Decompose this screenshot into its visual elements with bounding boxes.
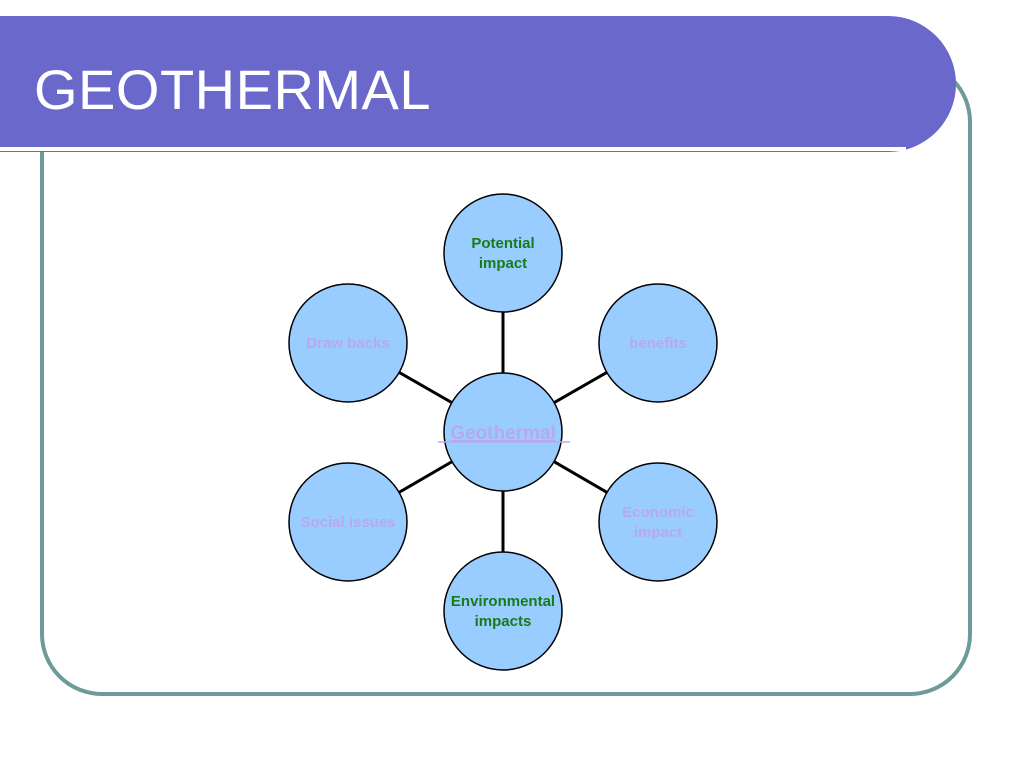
node-label: impact xyxy=(634,524,682,541)
node-potential-impact: Potential impact xyxy=(443,193,563,313)
node-label: impact xyxy=(479,255,527,272)
center-node: Geothermal xyxy=(438,372,570,492)
node-environmental-impacts: Environmental impacts xyxy=(443,551,563,671)
center-circle xyxy=(443,372,563,492)
title-underline xyxy=(0,147,906,151)
node-label: Draw backs xyxy=(306,335,389,352)
center-label[interactable]: Geothermal xyxy=(450,423,556,444)
node-label: Potential xyxy=(471,235,534,252)
node-label: Environmental xyxy=(451,593,555,610)
node-label: benefits xyxy=(629,335,687,352)
node-circle xyxy=(443,551,563,671)
node-economic-impact: Economic impact xyxy=(598,462,718,582)
node-label: Social issues xyxy=(300,514,395,531)
node-circle xyxy=(288,283,408,403)
node-circle xyxy=(288,462,408,582)
node-benefits: benefits xyxy=(598,283,718,403)
node-circle xyxy=(598,462,718,582)
node-label: impacts xyxy=(475,613,532,630)
node-draw-backs: Draw backs xyxy=(288,283,408,403)
node-circle xyxy=(598,283,718,403)
node-circle xyxy=(443,193,563,313)
node-social-issues: Social issues xyxy=(288,462,408,582)
title-bar: GEOTHERMAL xyxy=(0,16,956,152)
node-label: Economic xyxy=(622,504,694,521)
slide-title: GEOTHERMAL xyxy=(34,58,432,121)
